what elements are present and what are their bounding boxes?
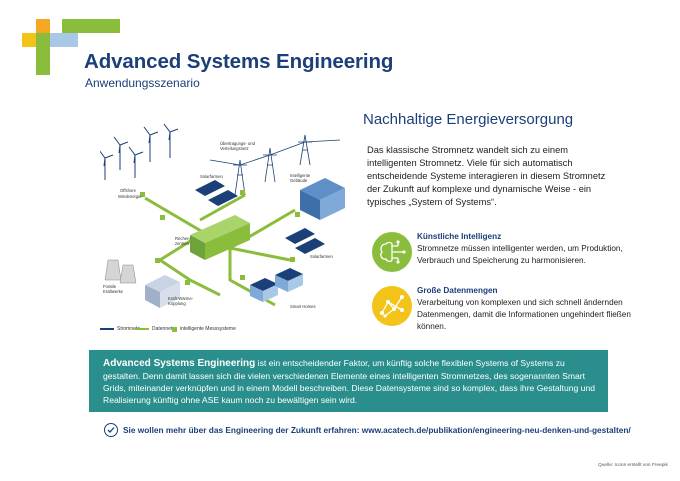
legend-messsysteme-label: intelligente Messsysteme [180,326,236,332]
legend-datennetz-label: Datennetz [152,326,175,332]
label-zentren: zentren [175,241,190,246]
label-windenergie: Windenergie [118,194,142,199]
smart-grid-illustration: Übertragungs- und Verteilungsnetz Solarf… [100,123,345,309]
legend-stromnetz: Stromnetz [100,326,140,332]
page-subtitle: Anwendungsszenario [85,76,200,90]
label-fossile: Fossile [103,284,117,289]
label-intelligente: Intelligente [290,173,311,178]
section-intro: Das klassische Stromnetz wandelt sich zu… [367,145,606,207]
page-title: Advanced Systems Engineering [84,50,394,73]
feature-ai-description: Stromnetze müssen intelligenter werden, … [417,244,623,265]
label-kraftwerke: Kraftwerke [103,289,124,294]
feature-data-description: Verarbeitung von komplexen und sich schn… [417,298,631,331]
banner-paragraph: Advanced Systems Engineering ist ein ent… [103,357,595,406]
label-gebaeude: Gebäude [290,178,308,183]
label-smart-homes: Smart Homes [290,304,316,309]
section-title: Nachhaltige Energieversorgung [363,111,574,128]
legend-stromnetz-label: Stromnetz [117,326,140,332]
cta-link[interactable]: Sie wollen mehr über das Engineering der… [104,423,631,437]
label-solarfarmen-top: Solarfarmen [200,174,223,179]
data-network-icon [372,286,412,326]
feature-ai-title: Künstliche Intelligenz [417,232,502,241]
banner-text: ist ein entscheidender Faktor, um künfti… [103,358,596,405]
banner-highlight: Advanced Systems Engineering [103,358,256,369]
checkmark-circle-icon [104,423,118,437]
feature-data-title: Große Datenmengen [417,286,498,295]
label-verteilung: Verteilungsnetz [220,146,249,151]
legend-messsysteme: intelligente Messsysteme [172,326,236,332]
info-banner: Advanced Systems Engineering ist ein ent… [89,350,608,412]
legend-datennetz: Datennetz [135,326,175,332]
source-note: Quelle: Icons erstellt von Freepik [598,463,668,468]
brain-circuit-icon [372,232,412,272]
label-kraft-waerme: Kraft-Wärme- [168,296,194,301]
cta-text[interactable]: Sie wollen mehr über das Engineering der… [123,425,631,435]
label-uebertragung: Übertragungs- und [220,141,256,146]
label-solarfarmen-right: Solarfarmen [310,254,333,259]
label-kopplung: Kopplung [168,301,186,306]
label-offshore: Offshore [120,188,137,193]
label-rechen: Rechen- [175,236,191,241]
